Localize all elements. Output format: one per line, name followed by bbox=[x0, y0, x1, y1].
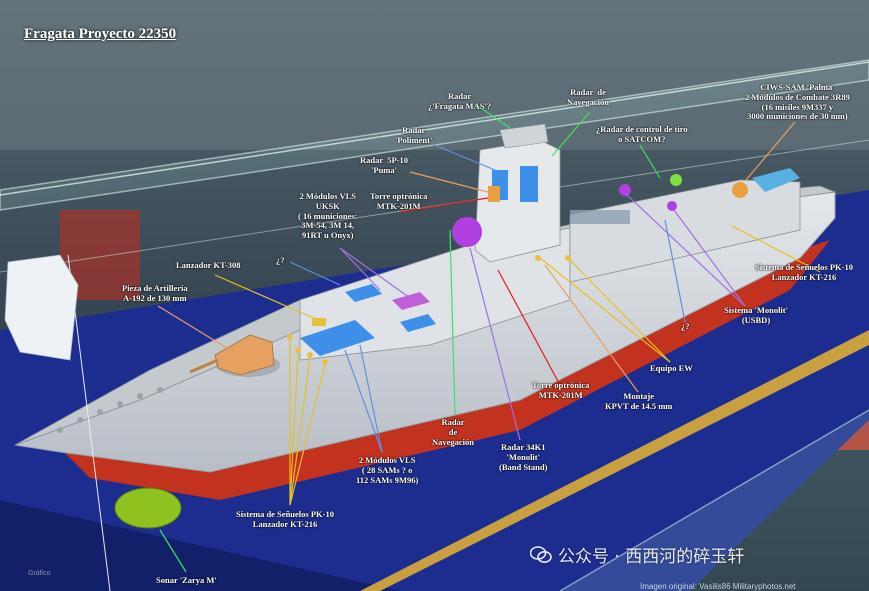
leader-fire-control bbox=[639, 144, 661, 179]
leader-uksk-1 bbox=[339, 247, 381, 291]
label-kpvt: Montaje KPVT de 14.5 mm bbox=[605, 391, 673, 411]
label-monolit-band-stand: Radar 34K1 'Monolit' (Band Stand) bbox=[499, 442, 548, 472]
label-monolit-usbd: Sistema 'Monolit' (USBD) bbox=[724, 305, 788, 325]
leader-pk10-left-2 bbox=[289, 352, 299, 506]
mast bbox=[474, 139, 561, 263]
label-kt308: Lanzador KT-308 bbox=[176, 260, 241, 270]
label-unknown-1: ¿? bbox=[276, 255, 285, 265]
leader-fragata-mas bbox=[477, 105, 511, 129]
leader-ew-2 bbox=[539, 257, 671, 363]
leader-pk10-right bbox=[731, 225, 821, 273]
label-unknown-2: ¿? bbox=[681, 321, 690, 331]
watermark: 公众号 · 西西河的碎玉轩 bbox=[530, 542, 744, 567]
deck-fittings bbox=[57, 387, 163, 433]
label-puma: Radar 5P-10 'Puma' bbox=[360, 155, 409, 175]
vls-uksk-panel-1 bbox=[345, 284, 382, 302]
label-poliment: Radar 'Poliment' bbox=[395, 125, 433, 145]
leader-puma bbox=[409, 171, 489, 193]
leader-lines bbox=[157, 105, 821, 573]
decoy-4 bbox=[322, 359, 328, 365]
vls-uksk-panel-3 bbox=[400, 314, 436, 332]
small-caption: Gráfico bbox=[28, 570, 51, 577]
leader-ew bbox=[567, 257, 671, 363]
leader-pk10-left-4 bbox=[289, 364, 326, 506]
leader-kpvt bbox=[544, 264, 639, 393]
leader-optronic-top bbox=[399, 197, 489, 213]
leader-monolit-band bbox=[469, 247, 521, 441]
display-frame-bottom bbox=[360, 330, 869, 591]
paper-tag bbox=[4, 254, 79, 361]
leader-vls-sam-2 bbox=[359, 344, 383, 453]
label-fire-control: ¿Radar de control de tiro o SATCOM? bbox=[596, 124, 688, 144]
leader-pk10-left-3 bbox=[289, 357, 311, 506]
bridge-windows bbox=[570, 210, 630, 224]
glass-edge-3 bbox=[559, 409, 869, 591]
image-credit: Imagen original: Vasilis86 Militaryphoto… bbox=[640, 582, 796, 591]
helicopter bbox=[752, 168, 800, 192]
leader-monolit-usbd-2 bbox=[673, 209, 746, 307]
leader-gun bbox=[157, 305, 231, 351]
leader-vls-sam-1 bbox=[344, 349, 383, 453]
wechat-icon bbox=[530, 545, 552, 563]
leader-sonar bbox=[159, 529, 187, 573]
radome-green bbox=[670, 174, 682, 186]
leader-q1 bbox=[289, 261, 341, 286]
mast-panel-2 bbox=[520, 166, 538, 202]
sonar-dome bbox=[114, 487, 182, 529]
leader-uksk-2 bbox=[339, 247, 411, 299]
leader-monolit-usbd-1 bbox=[625, 193, 746, 307]
radome-small-2 bbox=[667, 201, 677, 211]
label-ciws-palma: CIWS-SAM 'Palma' 2 Módulos de Combate 3R… bbox=[745, 82, 850, 122]
glass-edge bbox=[0, 61, 869, 196]
leader-kt308 bbox=[214, 274, 319, 321]
label-fragata-mas: Radar ¿'Fragata MAS'? bbox=[428, 91, 492, 111]
optronic-turret bbox=[488, 186, 500, 202]
decoy-2 bbox=[295, 347, 301, 353]
kt308-launcher bbox=[312, 318, 326, 326]
leader-radar-nav-top bbox=[551, 111, 591, 157]
decoy-1 bbox=[287, 334, 293, 340]
leader-q2 bbox=[664, 219, 686, 323]
label-vls-uksk: 2 Módulos VLS UKSK ( 16 municiones: 3M-5… bbox=[298, 191, 358, 241]
decoy-3 bbox=[307, 352, 313, 358]
gun-turret bbox=[214, 334, 275, 376]
label-radar-navegacion-bottom: Radar de Navegación bbox=[432, 417, 475, 447]
hull-lower bbox=[60, 240, 830, 500]
ciws-mount bbox=[732, 182, 748, 198]
label-optronic-top: Torre optrónica MTK-201M bbox=[370, 191, 428, 211]
vls-uksk-panel-2 bbox=[392, 292, 430, 310]
label-pk10-left: Sistema de Señuelos PK-10 Lanzador KT-21… bbox=[236, 509, 334, 529]
label-pk10-right: Sistema de Señuelos PK-10 Lanzador KT-21… bbox=[755, 262, 853, 282]
label-vls-sam: 2 Módulos VLS ( 28 SAMs ? o 112 SAMs 9M9… bbox=[356, 455, 419, 485]
watermark-text: 公众号 · 西西河的碎玉轩 bbox=[558, 547, 745, 567]
glass-case-top bbox=[0, 59, 869, 211]
deck bbox=[14, 185, 837, 446]
radome-monolit bbox=[452, 217, 482, 247]
decoy-5 bbox=[535, 255, 541, 261]
page-title: Fragata Proyecto 22350 bbox=[24, 26, 177, 42]
gun-barrel bbox=[189, 358, 219, 374]
leader-poliment bbox=[431, 143, 496, 171]
label-equipo-ew: Equipo EW bbox=[650, 363, 693, 373]
radome-small-1 bbox=[619, 184, 631, 196]
leader-ciws bbox=[745, 121, 796, 181]
label-radar-navegacion-top: Radar de Navegación bbox=[567, 87, 610, 107]
leader-radar-nav-bottom bbox=[449, 229, 456, 416]
label-sonar-zarya: Sonar 'Zarya M' bbox=[156, 575, 217, 585]
label-optronic-bottom: Torre optrónica MTK-201M bbox=[532, 380, 590, 400]
leader-optronic-bottom bbox=[497, 269, 561, 386]
vls-sam-panel bbox=[300, 320, 375, 356]
display-base-shadow bbox=[0, 500, 400, 591]
mast-top bbox=[499, 123, 549, 149]
label-gun-a192: Pieza de Artillería A-192 de 130 mm bbox=[122, 283, 188, 303]
